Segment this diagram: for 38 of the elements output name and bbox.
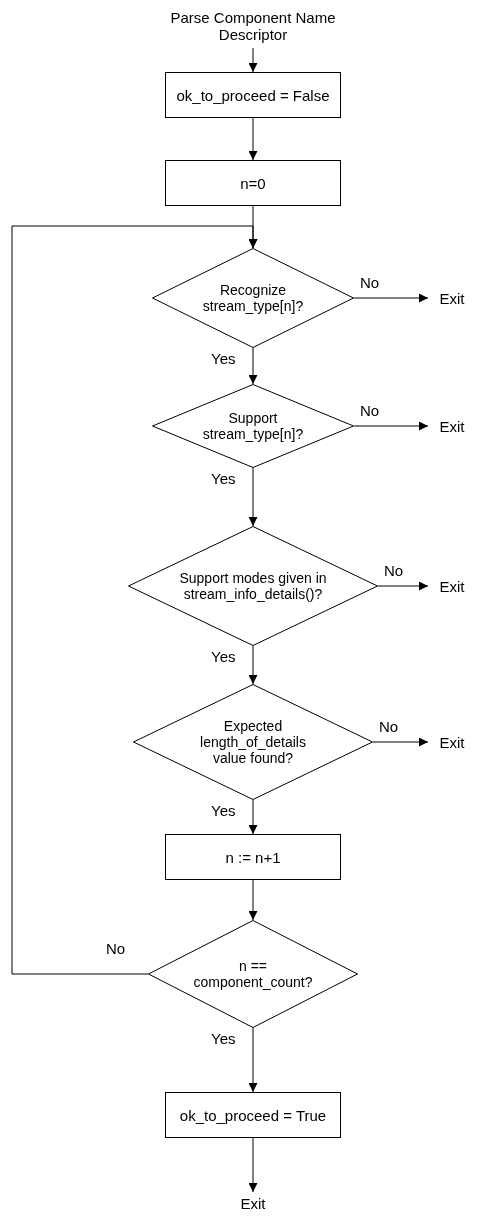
flow-label: Exit (430, 415, 474, 437)
process-box (165, 1092, 341, 1138)
process-text: ok_to_proceed = True (179, 1106, 327, 1124)
decision-diamond (152, 384, 354, 468)
arrow (248, 467, 258, 527)
flow-label: Exit (430, 287, 474, 309)
arrow (248, 117, 258, 161)
arrow (248, 1137, 258, 1193)
decision-diamond (133, 684, 373, 800)
arrow (353, 421, 429, 431)
decision-diamond (128, 526, 378, 646)
arrow (248, 879, 258, 921)
decision-text: Support modes given in stream_info_details()? (178, 570, 328, 602)
process-text: ok_to_proceed = False (176, 86, 330, 104)
decision-text: Recognize stream_type[n]? (201, 282, 305, 314)
flow-label: Parse Component Name Descriptor (170, 4, 336, 48)
decision-diamond (148, 920, 358, 1028)
arrow (248, 799, 258, 835)
arrow (377, 581, 429, 591)
flow-label: Exit (430, 575, 474, 597)
arrow (248, 1027, 258, 1093)
flow-label: Exit (430, 731, 474, 753)
process-box (165, 160, 341, 206)
decision-diamond (152, 248, 354, 348)
arrow (372, 737, 429, 747)
process-box (165, 72, 341, 118)
decision-text: n == component_count? (192, 958, 314, 990)
arrow (11, 225, 258, 975)
decision-text: Expected length_of_details value found? (199, 718, 307, 766)
arrow (248, 645, 258, 685)
process-box (165, 834, 341, 880)
flow-label: Exit (231, 1192, 275, 1214)
arrow (353, 293, 429, 303)
arrow (248, 347, 258, 385)
decision-text: Support stream_type[n]? (201, 410, 305, 442)
process-text: n := n+1 (225, 848, 281, 866)
process-text: n=0 (240, 174, 266, 192)
arrow (248, 47, 258, 73)
